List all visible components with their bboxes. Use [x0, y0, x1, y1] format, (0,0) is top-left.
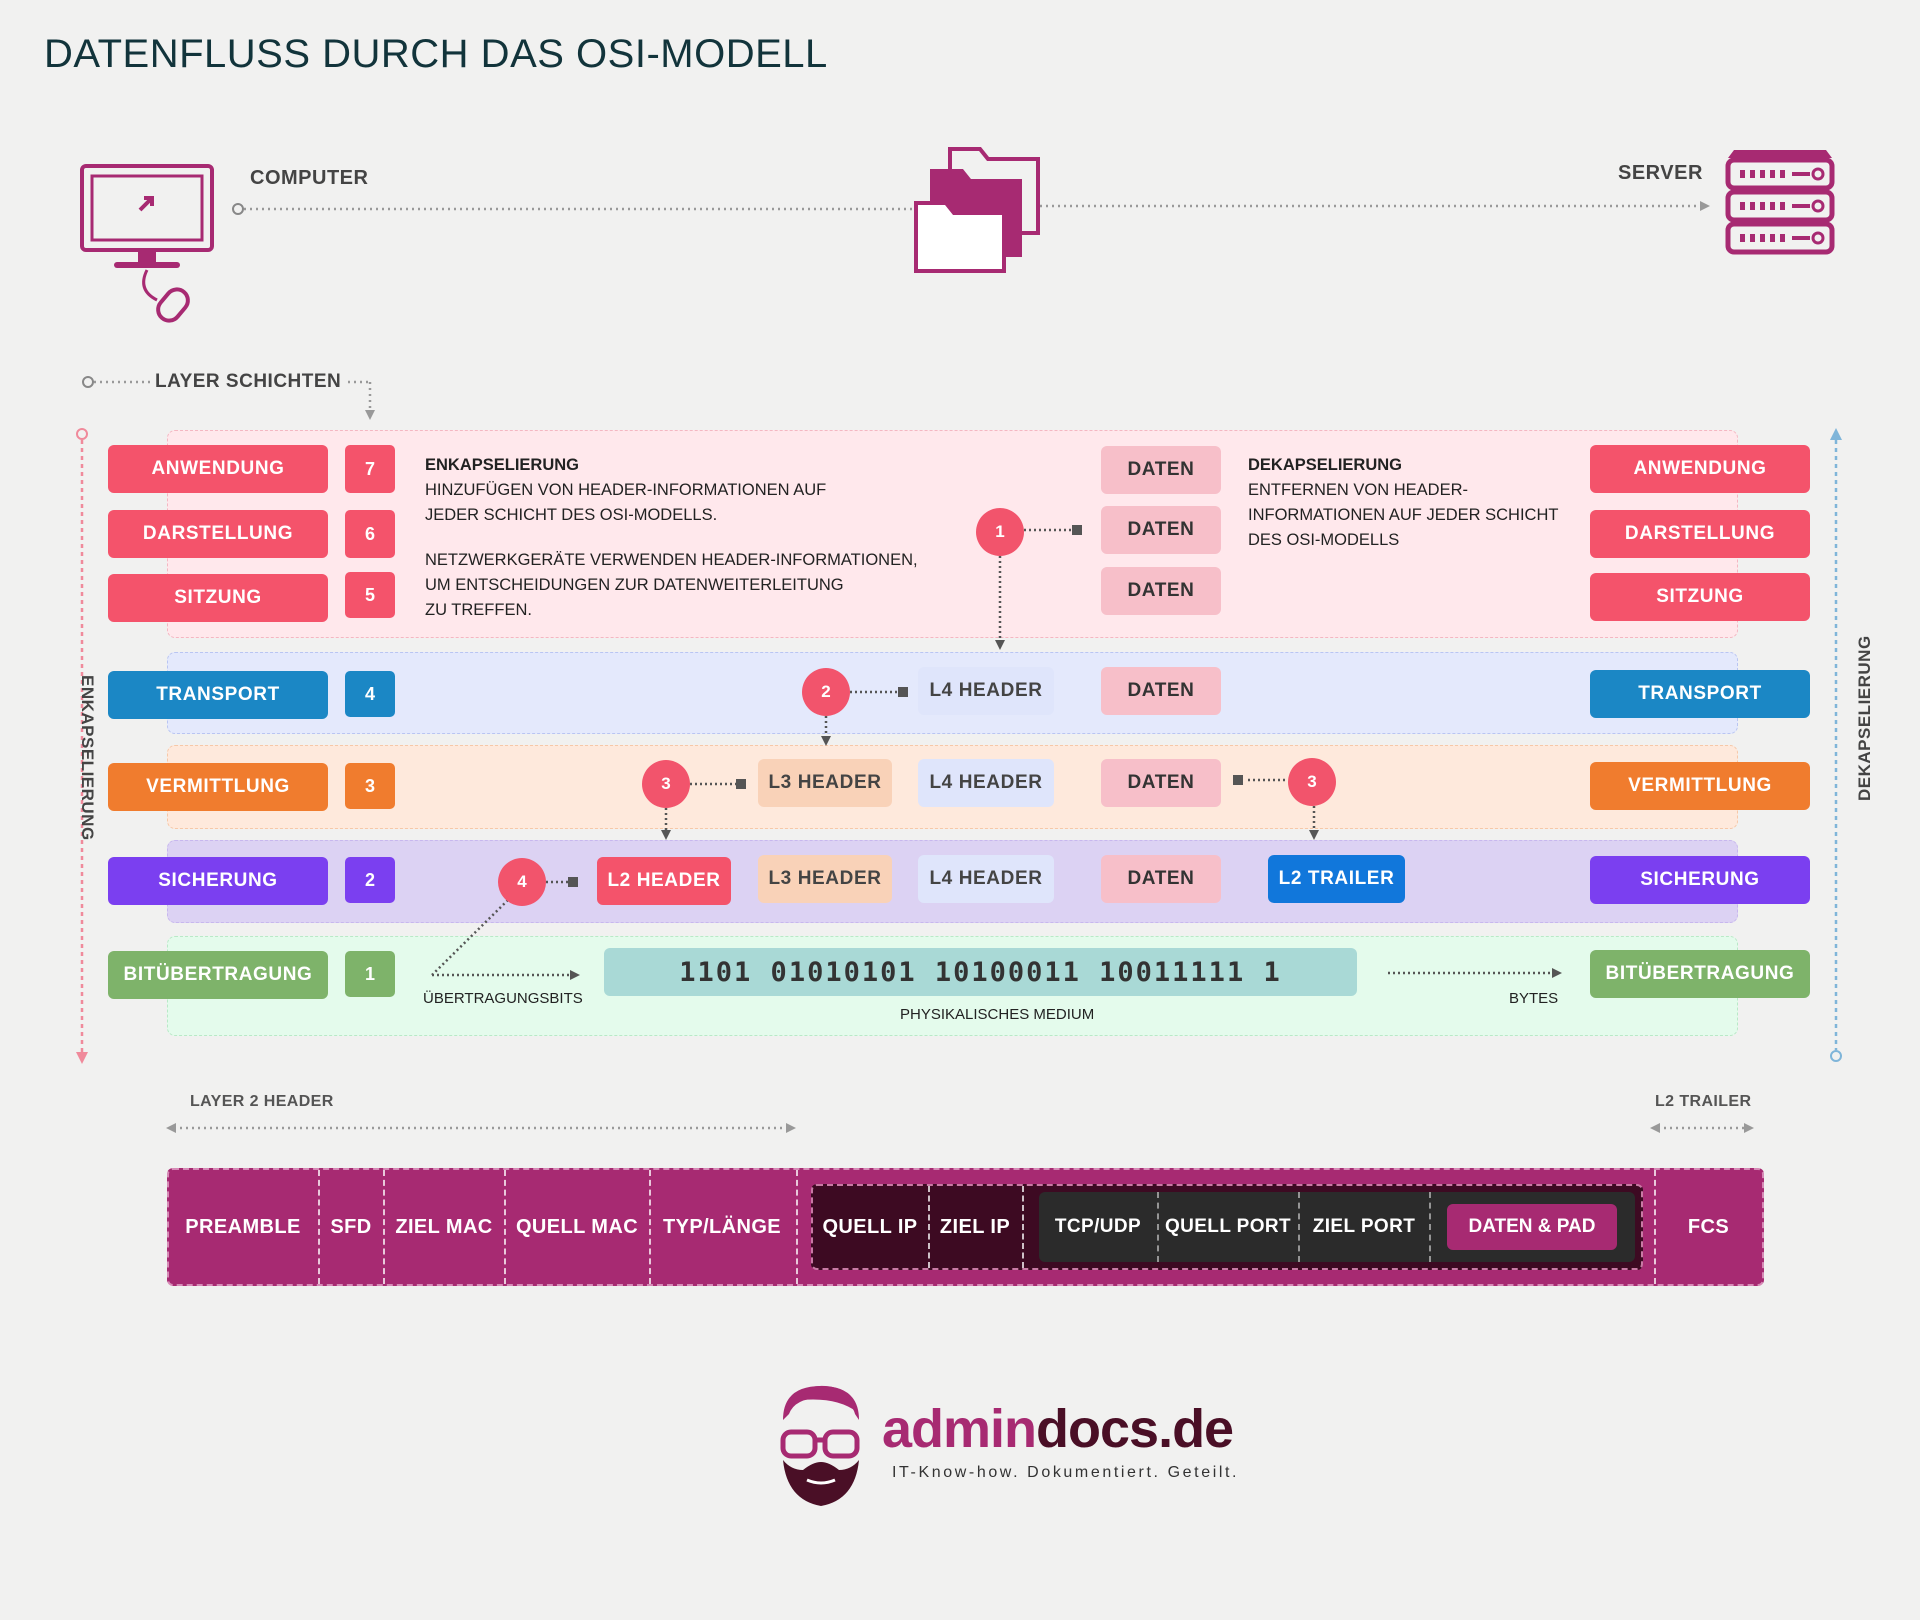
layer-num-1: 1 [345, 951, 395, 997]
decap-description: DEKAPSELIERUNG ENTFERNEN VON HEADER- INF… [1248, 453, 1558, 553]
daten-box-3: DATEN [1101, 759, 1221, 807]
admindocs-logo-icon [780, 1385, 860, 1506]
layer-right-sicherung: SICHERUNG [1590, 856, 1810, 904]
daten-box-7: DATEN [1101, 446, 1221, 494]
bit-stream: 1101 01010101 10100011 10011111 1 [604, 948, 1357, 996]
field-ziel-port: ZIEL PORT [1312, 1216, 1416, 1237]
l2-header: L2 HEADER [597, 857, 731, 905]
layer-schichten-label: LAYER SCHICHTEN [155, 371, 342, 392]
layer-num-3: 3 [345, 763, 395, 809]
band-upper-layers [167, 430, 1738, 638]
page-title: DATENFLUSS DURCH DAS OSI-MODELL [44, 32, 828, 76]
decap-line-3: DES OSI-MODELLS [1248, 531, 1400, 549]
layer-right-anwendung: ANWENDUNG [1590, 445, 1810, 493]
field-typ-laenge: TYP/LÄNGE [662, 1215, 782, 1238]
layer-num-5: 5 [345, 572, 395, 618]
step-circle-3: 3 [642, 760, 690, 808]
folder-icon [914, 147, 1040, 273]
step-circle-2: 2 [802, 668, 850, 716]
layer-left-vermittlung: VERMITTLUNG [108, 763, 328, 811]
frame-arrows [166, 1123, 1754, 1133]
field-preamble: PREAMBLE [185, 1215, 301, 1238]
logo-part-docs: docs.de [1036, 1399, 1234, 1459]
field-quell-mac: QUELL MAC [515, 1215, 639, 1238]
server-icon [1725, 150, 1835, 255]
layer-right-sitzung: SITZUNG [1590, 573, 1810, 621]
daten-box-6: DATEN [1101, 506, 1221, 554]
encap-line-4: UM ENTSCHEIDUNGEN ZUR DATENWEITERLEITUNG [425, 576, 844, 594]
l4-header-vermittlung: L4 HEADER [918, 759, 1054, 807]
layer2-header-label: LAYER 2 HEADER [190, 1093, 334, 1110]
encap-line-1: HINZUFÜGEN VON HEADER-INFORMATIONEN AUF [425, 481, 827, 499]
layer-num-7: 7 [345, 445, 395, 493]
server-label: SERVER [1618, 162, 1703, 184]
l3-header-vermittlung: L3 HEADER [758, 759, 892, 807]
layer-left-sicherung: SICHERUNG [108, 857, 328, 905]
admindocs-logo-text: admindocs.de [882, 1398, 1234, 1460]
l4-header-transport: L4 HEADER [918, 667, 1054, 715]
daten-box-2: DATEN [1101, 855, 1221, 903]
encap-line-5: ZU TREFFEN. [425, 601, 532, 619]
encap-title: ENKAPSELIERUNG [425, 456, 580, 474]
logo-part-admin: admin [882, 1399, 1037, 1459]
layer-right-vermittlung: VERMITTLUNG [1590, 762, 1810, 810]
layer-num-6: 6 [345, 510, 395, 558]
layer-left-darstellung: DARSTELLUNG [108, 510, 328, 558]
layer-num-4: 4 [345, 671, 395, 717]
field-ziel-mac: ZIEL MAC [395, 1215, 493, 1238]
tcp-segment: TCP/UDP QUELL PORT ZIEL PORT DATEN & PAD [1039, 1192, 1635, 1262]
field-sfd: SFD [330, 1215, 372, 1238]
layer-schichten-connector [82, 376, 375, 420]
field-fcs: FCS [1687, 1215, 1730, 1238]
layer-left-transport: TRANSPORT [108, 671, 328, 719]
decap-title: DEKAPSELIERUNG [1248, 456, 1403, 474]
l4-header-sicherung: L4 HEADER [918, 855, 1054, 903]
layer-left-bituebertragung: BITÜBERTRAGUNG [108, 951, 328, 999]
l2-trailer: L2 TRAILER [1268, 855, 1405, 903]
encap-side-label: ENKAPSELIERUNG [78, 675, 97, 841]
field-ziel-ip: ZIEL IP [939, 1215, 1011, 1238]
daten-box-4: DATEN [1101, 667, 1221, 715]
bytes-label: BYTES [1509, 990, 1559, 1007]
layer-right-darstellung: DARSTELLUNG [1590, 510, 1810, 558]
uebertragungsbits-label: ÜBERTRAGUNGSBITS [423, 990, 583, 1007]
decap-line-1: ENTFERNEN VON HEADER- [1248, 481, 1469, 499]
decap-line-2: INFORMATIONEN AUF JEDER SCHICHT [1248, 506, 1559, 524]
layer-right-bituebertragung: BITÜBERTRAGUNG [1590, 950, 1810, 998]
l3-header-sicherung: L3 HEADER [758, 855, 892, 903]
decap-side-label: DEKAPSELIERUNG [1855, 635, 1874, 801]
computer-icon [80, 164, 214, 323]
daten-box-5: DATEN [1101, 567, 1221, 615]
l2-trailer-label: L2 TRAILER [1655, 1093, 1752, 1110]
field-daten-pad: DATEN & PAD [1447, 1204, 1617, 1250]
field-quell-port: QUELL PORT [1164, 1216, 1292, 1237]
field-quell-ip: QUELL IP [822, 1215, 918, 1238]
layer-num-2: 2 [345, 857, 395, 903]
layer-left-anwendung: ANWENDUNG [108, 445, 328, 493]
decap-vertical-arrow [1830, 428, 1842, 1062]
field-tcp-udp: TCP/UDP [1054, 1216, 1142, 1237]
dotted-arrow-top [232, 201, 1710, 215]
encap-description: ENKAPSELIERUNG HINZUFÜGEN VON HEADER-INF… [425, 453, 918, 623]
ethernet-frame: PREAMBLE SFD ZIEL MAC QUELL MAC TYP/LÄNG… [167, 1168, 1764, 1286]
step-circle-3-trailer: 3 [1288, 758, 1336, 806]
encap-line-3: NETZWERKGERÄTE VERWENDEN HEADER-INFORMAT… [425, 551, 918, 569]
layer-left-sitzung: SITZUNG [108, 574, 328, 622]
computer-label: COMPUTER [250, 167, 369, 189]
encap-line-2: JEDER SCHICHT DES OSI-MODELLS. [425, 506, 718, 524]
step-circle-4: 4 [498, 858, 546, 906]
step-circle-1: 1 [976, 508, 1024, 556]
encap-vertical-arrow [76, 428, 88, 1064]
physikalisches-medium-label: PHYSIKALISCHES MEDIUM [900, 1006, 1095, 1023]
logo-tagline: IT-Know-how. Dokumentiert. Geteilt. [892, 1464, 1240, 1481]
ip-packet: QUELL IP ZIEL IP TCP/UDP QUELL PORT ZIEL… [811, 1184, 1643, 1270]
layer-right-transport: TRANSPORT [1590, 670, 1810, 718]
